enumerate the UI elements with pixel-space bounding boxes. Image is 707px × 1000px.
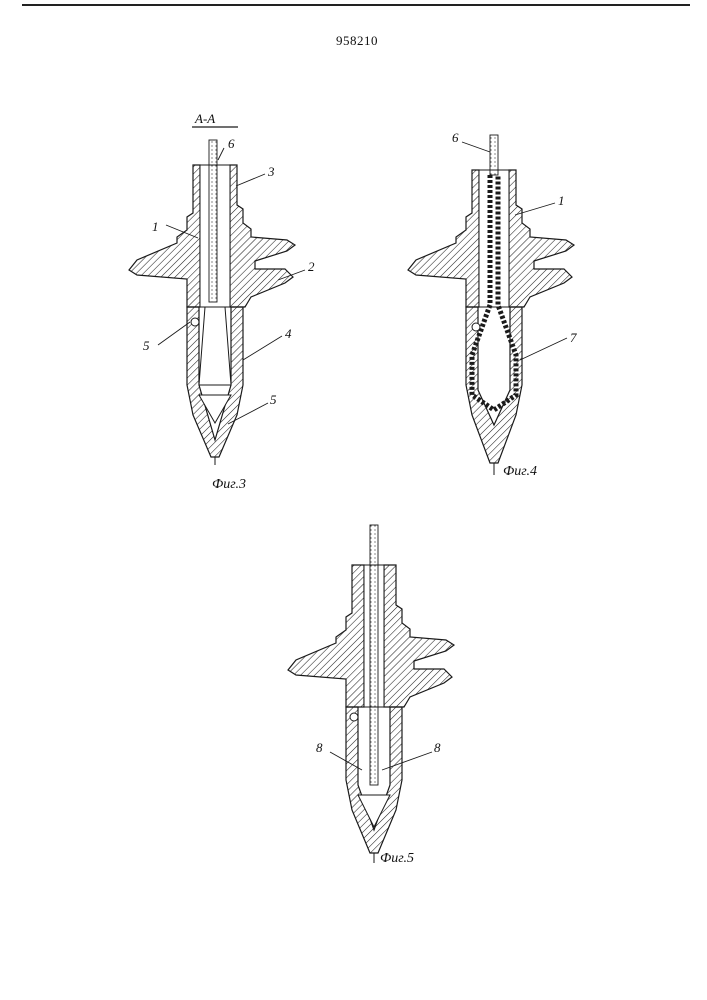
fig5-callout-8b: 8 — [434, 740, 441, 755]
fig4-callout-6: 6 — [452, 130, 459, 145]
figure-5-callouts — [330, 752, 432, 770]
fig4-callout-7: 7 — [570, 330, 577, 345]
fig4-callout-1: 1 — [558, 193, 565, 208]
fig3-callout-4: 4 — [285, 326, 292, 341]
fig5-callout-8a: 8 — [316, 740, 323, 755]
section-label-text: А-А — [194, 111, 215, 126]
section-label: А-А — [192, 111, 238, 127]
fig3-callout-5b: 5 — [270, 392, 277, 407]
fig3-callout-6: 6 — [228, 136, 235, 151]
fig3-caption: Фиг.3 — [212, 477, 246, 492]
fig3-callout-2: 2 — [308, 259, 315, 274]
fig3-callout-3: 3 — [267, 164, 275, 179]
figure-5 — [288, 525, 454, 863]
fig5-caption: Фиг.5 — [380, 851, 414, 866]
fig3-callout-1: 1 — [152, 219, 159, 234]
fig4-caption: Фиг.4 — [503, 464, 537, 479]
figure-3 — [127, 140, 295, 465]
figure-4 — [408, 135, 574, 475]
fig3-callout-5a: 5 — [143, 338, 150, 353]
